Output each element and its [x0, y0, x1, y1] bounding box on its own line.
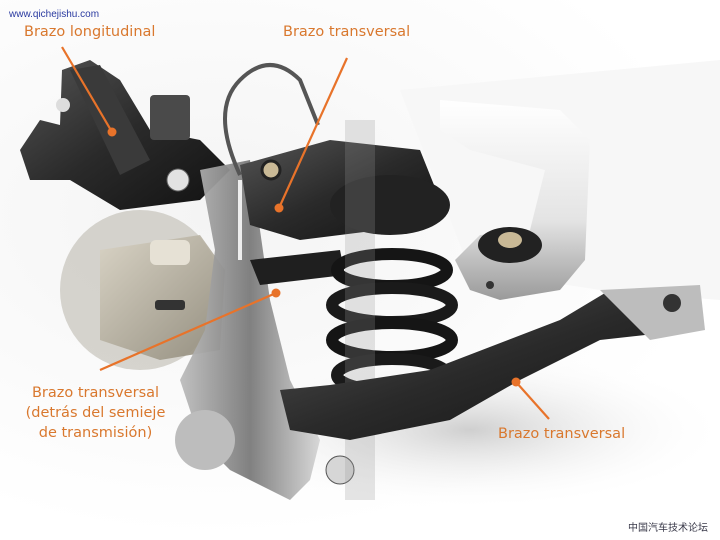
- brake-line: [223, 63, 320, 176]
- white-control-arm: [440, 100, 590, 300]
- pointer-lower-transverse-arm: [515, 381, 550, 420]
- label-trailing-arm: Brazo longitudinal: [24, 24, 156, 40]
- label-lower-transverse-arm: Brazo transversal: [498, 426, 626, 442]
- label-rear-transverse-arm: Brazo transversal (detrás del semieje de…: [8, 383, 183, 443]
- pointer-upper-transverse-arm: [277, 57, 349, 209]
- label-line: (detrás del semieje: [25, 405, 166, 421]
- trailing-arm-part: [20, 60, 230, 210]
- rear-transverse-arm-part: [250, 250, 345, 285]
- label-line: de transmisión): [38, 425, 153, 441]
- forum-watermark: 中国汽车技术论坛: [628, 523, 708, 534]
- pointer-trailing-arm: [61, 46, 113, 133]
- source-url: www.qichejishu.com: [9, 9, 100, 20]
- label-upper-transverse-arm: Brazo transversal: [283, 24, 411, 40]
- wheel-knuckle: [166, 160, 355, 500]
- pointer-rear-transverse-arm: [99, 291, 277, 372]
- pointer-lines: [61, 46, 550, 420]
- label-line: Brazo transversal: [31, 385, 160, 401]
- lower-transverse-arm-part: [280, 290, 690, 440]
